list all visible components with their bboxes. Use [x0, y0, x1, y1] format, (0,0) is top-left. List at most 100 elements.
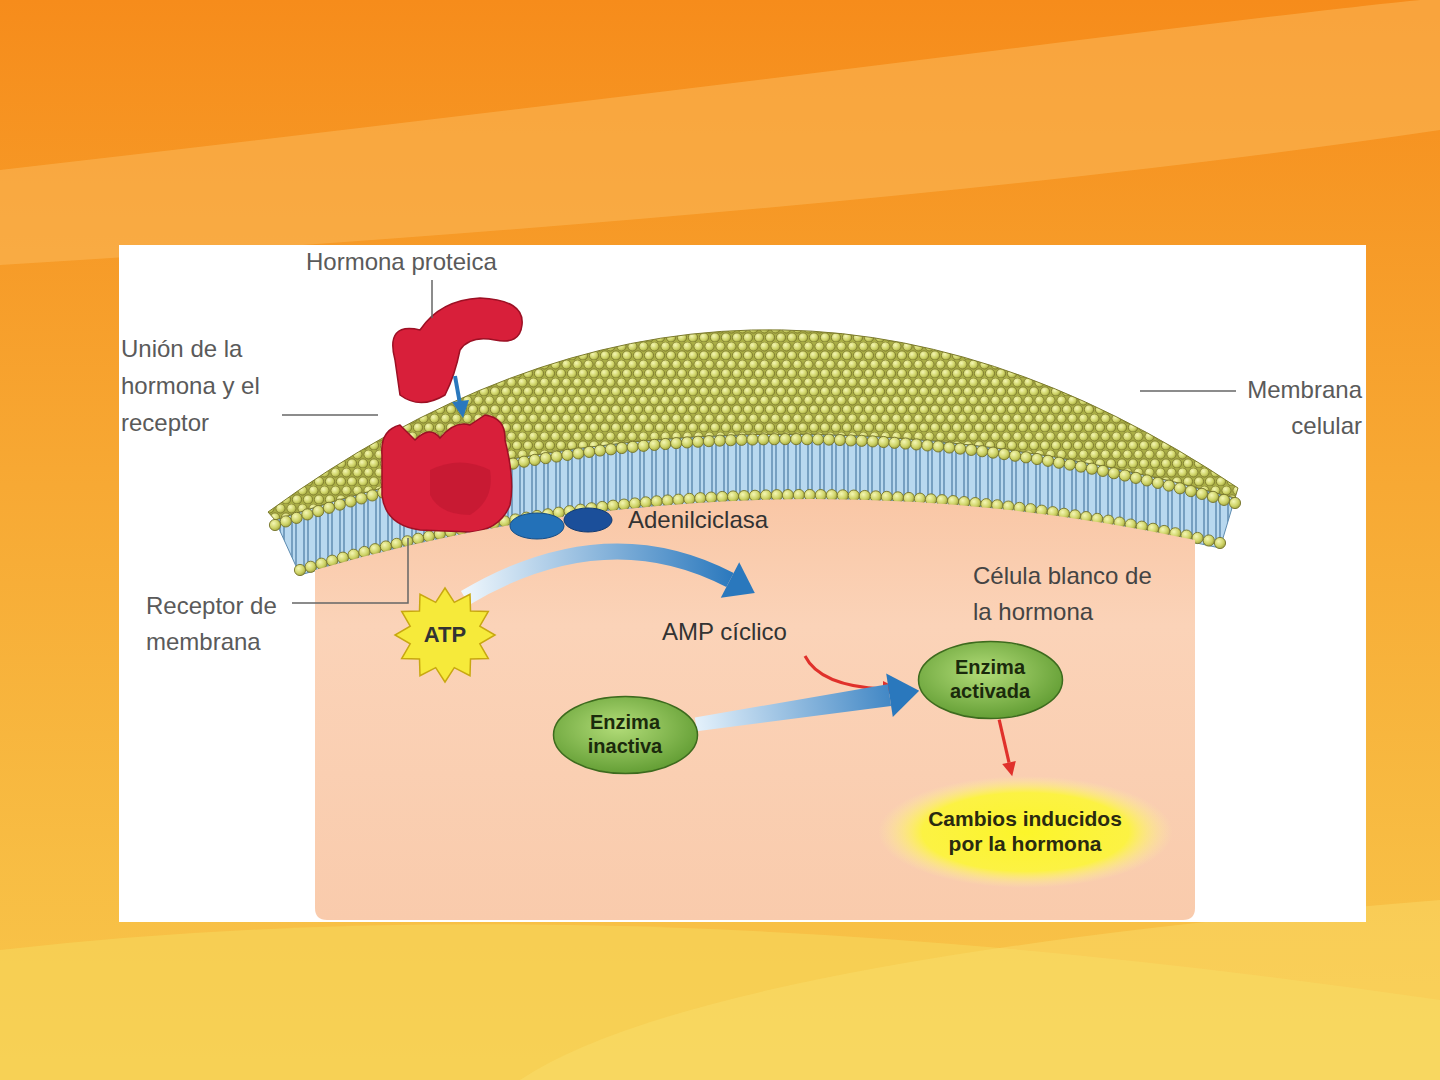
lipid-head — [662, 495, 673, 506]
label-anchor: Receptor de membrana — [146, 588, 284, 660]
lipid-head — [728, 491, 739, 502]
lipid-head — [1203, 535, 1214, 546]
lipid-head — [845, 435, 856, 446]
lipid-head — [1042, 455, 1053, 466]
lipid-head — [823, 434, 834, 445]
lipid-head — [911, 439, 922, 450]
cytoplasm — [315, 499, 1195, 920]
lipid-head — [1053, 457, 1064, 468]
active-enzyme: Enzima activada — [917, 640, 1064, 720]
lipid-head — [594, 445, 605, 456]
lipid-head — [717, 491, 728, 502]
lipid-head — [999, 449, 1010, 460]
leader-line — [1140, 390, 1236, 392]
lipid-head — [706, 492, 717, 503]
atp-conversion-arrowhead — [721, 562, 755, 597]
lipid-head — [1064, 459, 1075, 470]
inactive-enzyme: Enzima inactiva — [552, 695, 699, 775]
lipid-head — [749, 490, 760, 501]
lipid-head — [313, 506, 324, 517]
lipid-head — [834, 434, 845, 445]
adenylyl-cyclase-subunit — [510, 513, 564, 539]
lipid-head — [302, 509, 313, 520]
lipid-head — [867, 436, 878, 447]
membrane-label: Membrana celular — [1222, 372, 1362, 444]
label-anchor: Adenilciclasa — [628, 506, 828, 534]
lipid-head — [889, 437, 900, 448]
lipid-head — [802, 434, 813, 445]
hormone-effects: Cambios inducidos por la hormona — [878, 776, 1173, 888]
lipid-head — [1086, 463, 1097, 474]
lipid-head — [791, 434, 802, 445]
lipid-head — [1163, 480, 1174, 491]
leader-line — [282, 414, 378, 416]
lipid-head — [804, 489, 815, 500]
lipid-head — [988, 447, 999, 458]
lipid-head — [649, 439, 660, 450]
lipid-head — [618, 499, 629, 510]
atp-star: ATP — [393, 586, 497, 684]
lipid-head — [605, 444, 616, 455]
lipid-head — [760, 490, 771, 501]
adenylyl-cyclase-subunit — [564, 508, 612, 532]
atp-conversion-arrow — [465, 551, 730, 598]
binding-arrow — [455, 376, 460, 404]
lipid-head — [1130, 472, 1141, 483]
lipid-head — [878, 436, 889, 447]
lipid-head — [922, 440, 933, 451]
label-anchor: AMP cíclico — [662, 618, 832, 646]
lipid-head — [291, 512, 302, 523]
lipid-head — [682, 437, 693, 448]
cell-title: Célula blanco de la hormona — [973, 558, 1158, 630]
lipid-head — [551, 451, 562, 462]
lipid-head — [1196, 488, 1207, 499]
lipid-head — [944, 442, 955, 453]
lipid-head — [747, 434, 758, 445]
lipid-head — [1010, 450, 1021, 461]
leader-line — [431, 280, 433, 318]
lipid-head — [684, 493, 695, 504]
lipid-head — [608, 500, 619, 511]
lipid-head — [977, 446, 988, 457]
lipid-head — [584, 446, 595, 457]
lipid-head — [660, 438, 671, 449]
lipid-head — [671, 438, 682, 449]
camp-label: AMP cíclico — [662, 618, 832, 646]
lipid-head — [793, 489, 804, 500]
lipid-head — [562, 449, 573, 460]
lipid-head — [529, 454, 540, 465]
lipid-head — [1075, 461, 1086, 472]
lipid-head — [769, 434, 780, 445]
enzyme-label: Adenilciclasa — [628, 506, 828, 534]
lipid-head — [771, 490, 782, 501]
lipid-head — [1097, 465, 1108, 476]
lipid-head — [280, 516, 291, 527]
lipid-head — [1229, 497, 1240, 508]
lipid-head — [356, 493, 367, 504]
lipid-head — [334, 499, 345, 510]
camp-activation-arrow — [805, 656, 883, 689]
lipid-head — [1218, 494, 1229, 505]
lipid-head — [573, 448, 584, 459]
lipid-head — [812, 434, 823, 445]
node-text: ATP — [424, 622, 466, 648]
receptor-label: Receptor de membrana — [146, 588, 284, 660]
effect-arrow — [998, 719, 1016, 776]
lipid-head — [616, 442, 627, 453]
lipid-head — [758, 434, 769, 445]
lipid-head — [367, 490, 378, 501]
lipid-head — [323, 502, 334, 513]
lipid-head — [673, 494, 684, 505]
lipid-head — [305, 561, 316, 572]
lipid-head — [714, 435, 725, 446]
lipid-head — [269, 519, 280, 530]
lipid-head — [1214, 537, 1225, 548]
lipid-head — [540, 453, 551, 464]
lipid-head — [695, 493, 706, 504]
lipid-head — [955, 443, 966, 454]
node-text: Enzima activada — [940, 656, 1040, 703]
background-wave — [0, 0, 1440, 265]
lipid-head — [900, 438, 911, 449]
lipid-head — [703, 436, 714, 447]
